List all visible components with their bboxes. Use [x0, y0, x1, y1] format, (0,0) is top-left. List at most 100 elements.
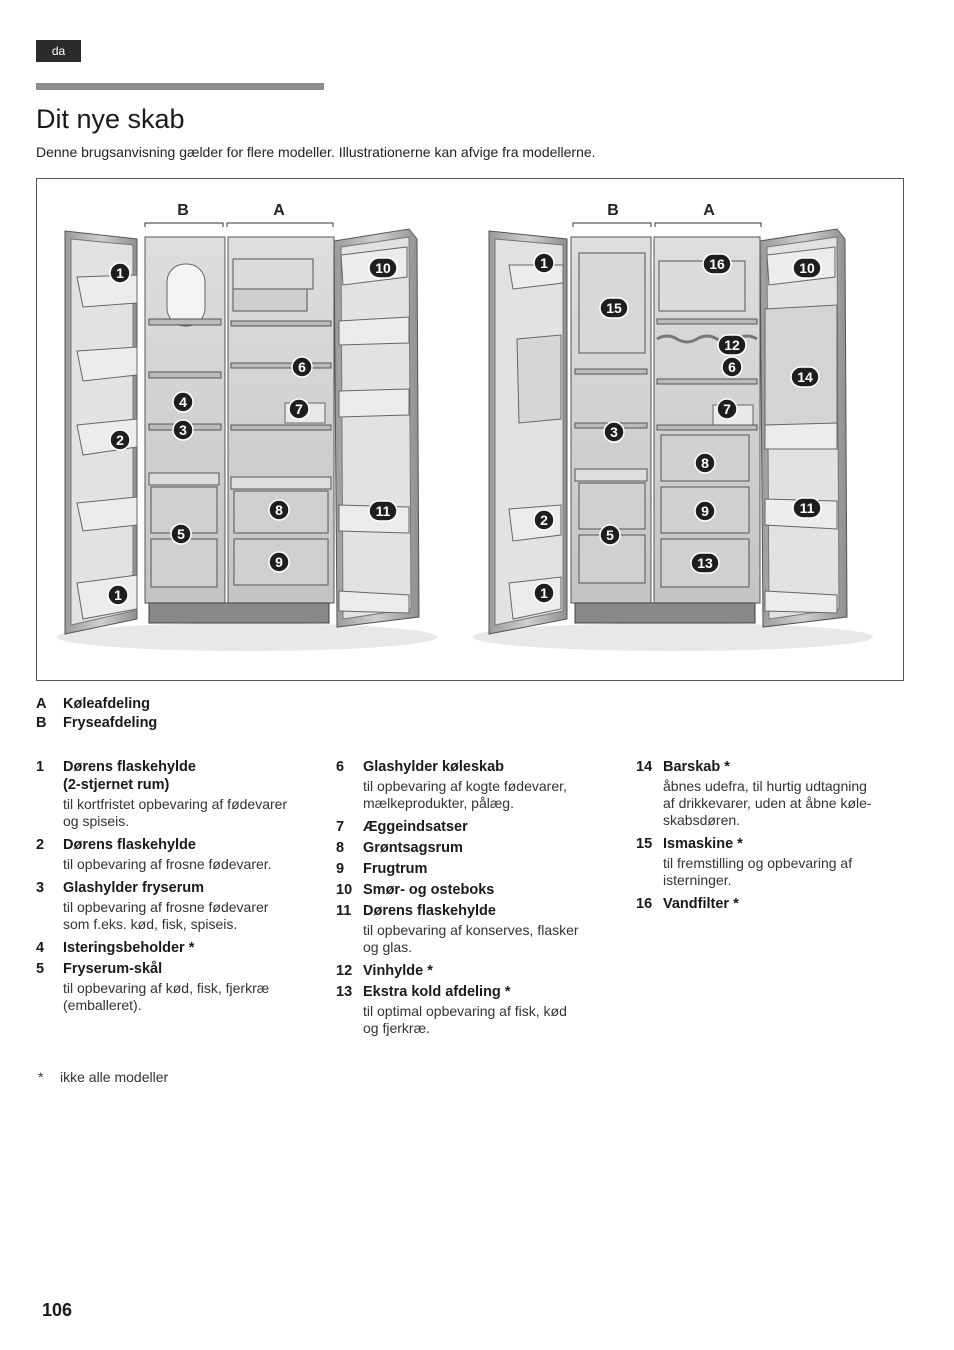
parts-list-column-2: 6 Glashylder køleskab til opbevaring af k… — [336, 758, 616, 1043]
item-title: Smør- og osteboks — [363, 882, 495, 898]
item-description: og glas. — [363, 939, 413, 955]
item-number: 13 — [336, 984, 353, 1000]
item-title: Fryserum-skål — [63, 961, 163, 977]
item-number: 15 — [636, 836, 653, 852]
left-label-a: A — [273, 202, 285, 219]
legend-row-a: A Køleafdeling — [36, 695, 157, 714]
legend-label: Køleafdeling — [63, 696, 151, 712]
callout-number: 1 — [540, 255, 548, 271]
item-description: og spiseis. — [63, 813, 130, 829]
item-title: Barskab * — [663, 759, 730, 775]
callout-badge: 7 — [716, 398, 738, 420]
item-number: 4 — [36, 940, 45, 956]
item-title: Æggeindsatser — [363, 819, 468, 835]
callout-number: 7 — [295, 401, 303, 417]
footnote-text: ikke alle modeller — [60, 1069, 169, 1085]
fridge-diagram: B A — [57, 202, 873, 651]
item-title: Vinhylde * — [363, 963, 433, 979]
callout-number: 1 — [116, 265, 124, 281]
right-label-a: A — [703, 202, 715, 219]
callout-number: 13 — [697, 555, 713, 571]
item-description: til opbevaring af frosne fødevarer — [63, 899, 269, 915]
callout-badge: 11 — [368, 500, 398, 522]
callout-number: 16 — [709, 256, 725, 272]
callout-badge: 1 — [533, 252, 555, 274]
legend-key: A — [36, 696, 47, 712]
callout-badge: 5 — [170, 523, 192, 545]
legend-row-b: B Fryseafdeling — [36, 714, 157, 733]
item-number: 7 — [336, 819, 345, 835]
callout-number: 8 — [275, 502, 283, 518]
left-label-b: B — [177, 202, 189, 219]
callout-badge: 11 — [792, 497, 822, 519]
callout-badge: 2 — [109, 429, 131, 451]
item-description: skabsdøren. — [663, 812, 741, 828]
callout-badge: 6 — [721, 356, 743, 378]
callout-number: 14 — [797, 369, 813, 385]
item-description: (emballeret). — [63, 997, 142, 1013]
item-description: til opbevaring af kød, fisk, fjerkræ — [63, 980, 270, 996]
item-number: 8 — [336, 840, 345, 856]
callout-number: 4 — [179, 394, 187, 410]
callout-badge: 16 — [702, 253, 732, 275]
section-legend: A Køleafdeling B Fryseafdeling — [36, 695, 157, 733]
callout-number: 2 — [540, 512, 548, 528]
list-item: 6 Glashylder køleskab til opbevaring af k… — [336, 758, 616, 812]
callout-badge: 1 — [533, 582, 555, 604]
item-title: Ekstra kold afdeling * — [363, 984, 511, 1000]
callout-badge: 7 — [288, 398, 310, 420]
callout-badge: 5 — [599, 524, 621, 546]
list-item: 10 Smør- og osteboks — [336, 881, 616, 899]
callout-number: 6 — [728, 359, 736, 375]
item-title: Dørens flaskehylde — [63, 837, 196, 853]
item-description: til fremstilling og opbevaring af — [663, 855, 853, 871]
callout-badge: 2 — [533, 509, 555, 531]
item-description: til kortfristet opbevaring af fødevarer — [63, 796, 288, 812]
page-title: Dit nye skab — [36, 104, 185, 134]
item-number: 10 — [336, 882, 353, 898]
item-number: 12 — [336, 963, 353, 979]
callout-number: 7 — [723, 401, 731, 417]
item-number: 6 — [336, 759, 345, 775]
legend-key: B — [36, 715, 47, 731]
callout-badge: 3 — [603, 421, 625, 443]
callout-badge: 12 — [717, 334, 747, 356]
page-number: 106 — [42, 1300, 73, 1320]
callout-number: 10 — [799, 260, 815, 276]
item-title: Grøntsagsrum — [363, 840, 463, 856]
callout-badge: 1 — [109, 262, 131, 284]
callout-badge: 10 — [792, 257, 822, 279]
callout-number: 5 — [177, 526, 185, 542]
item-title: Vandfilter * — [663, 896, 739, 912]
item-description: til opbevaring af kogte fødevarer, — [363, 778, 567, 794]
item-title: Glashylder køleskab — [363, 759, 505, 775]
intro-text: Denne brugsanvisning gælder for flere mo… — [36, 144, 596, 160]
list-item: 7 Æggeindsatser — [336, 818, 616, 836]
callout-number: 15 — [606, 300, 622, 316]
item-description: som f.eks. kød, fisk, spiseis. — [63, 916, 238, 932]
callout-badge: 4 — [172, 391, 194, 413]
callout-badge: 6 — [291, 356, 313, 378]
item-title: Glashylder fryserum — [63, 880, 205, 896]
right-fridge: B A — [473, 202, 873, 651]
right-label-b: B — [607, 202, 619, 219]
callout-number: 10 — [375, 260, 391, 276]
item-number: 11 — [336, 903, 352, 919]
header-rule — [36, 83, 324, 90]
callout-number: 2 — [116, 432, 124, 448]
callout-number: 8 — [701, 455, 709, 471]
fridge-illustration: B A — [36, 178, 904, 681]
callout-badge: 8 — [694, 452, 716, 474]
footnote-marker: * — [38, 1069, 44, 1085]
legend-label: Fryseafdeling — [63, 715, 158, 731]
